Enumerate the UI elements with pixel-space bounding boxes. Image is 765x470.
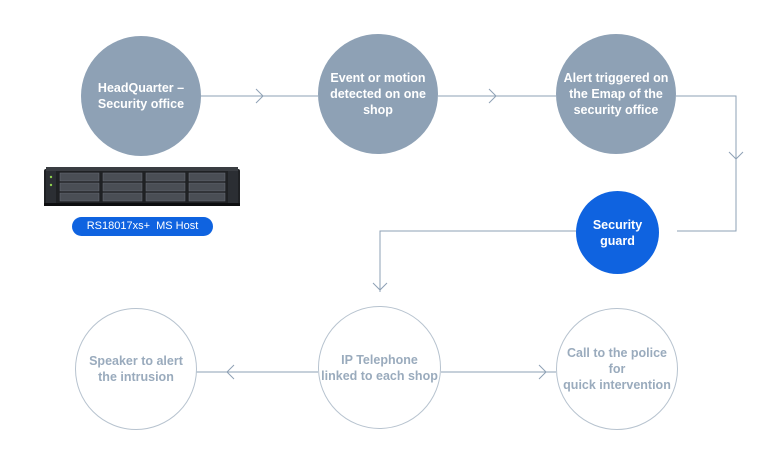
host-badge-label: RS18017xs+ MS Host	[86, 220, 199, 232]
node-alert-triggered: Alert triggered on the Emap of the secur…	[556, 34, 676, 154]
node-call-police: Call to the police for quick interventio…	[556, 308, 678, 430]
node-ip-telephone: IP Telephone linked to each shop	[318, 306, 441, 429]
node-event-detected-label: Event or motion detected on one shop	[330, 71, 426, 117]
arrow-phone-to-police	[538, 364, 547, 380]
node-call-police-label: Call to the police for quick interventio…	[563, 346, 671, 392]
connector-guard-to-phone	[379, 230, 578, 292]
host-badge: RS18017xs+ MS Host	[72, 217, 213, 236]
node-speaker-label: Speaker to alert the intrusion	[89, 354, 183, 384]
node-security-guard-label: Security guard	[592, 217, 643, 248]
arrow-phone-to-speaker	[226, 364, 235, 380]
connector-alert-to-guard	[676, 95, 737, 232]
rack-server-icon	[44, 167, 240, 206]
node-speaker: Speaker to alert the intrusion	[75, 308, 197, 430]
node-event-detected: Event or motion detected on one shop	[318, 34, 438, 154]
node-alert-triggered-label: Alert triggered on the Emap of the secur…	[563, 71, 669, 117]
node-headquarter-label: HeadQuarter – Security office	[97, 81, 185, 111]
node-ip-telephone-label: IP Telephone linked to each shop	[321, 352, 438, 383]
arrow-event-to-alert	[488, 88, 497, 104]
arrow-guard-to-phone	[372, 282, 388, 291]
arrow-hq-to-event	[255, 88, 264, 104]
arrow-alert-down	[728, 151, 744, 160]
node-security-guard: Security guard	[576, 191, 659, 274]
node-headquarter: HeadQuarter – Security office	[81, 36, 201, 156]
